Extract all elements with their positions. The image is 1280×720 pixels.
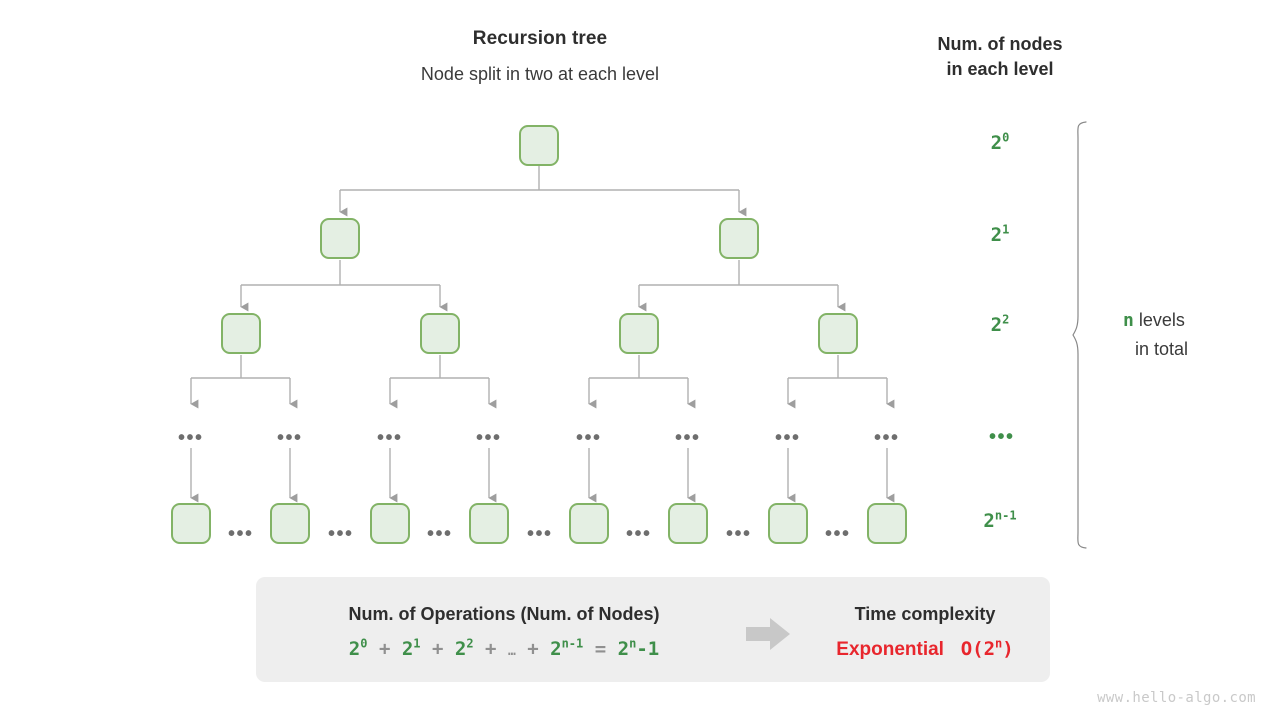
ellipsis-level3: ••• [576, 427, 602, 449]
formula-term-1: 21 [401, 636, 421, 660]
tree-node [818, 313, 858, 354]
column-title-line2: in each level [946, 59, 1054, 79]
formula-plus: + [378, 638, 391, 660]
level-count-exp: 0 [1002, 130, 1010, 145]
tree-node [320, 218, 360, 259]
tree-node [619, 313, 659, 354]
tree-node [420, 313, 460, 354]
ellipsis-level3: ••• [476, 427, 502, 449]
levels-in-total: in total [1135, 339, 1189, 359]
ellipsis-bottom: ••• [726, 523, 752, 545]
formula-term-0: 20 [348, 636, 368, 660]
level-count-1: 21 [940, 224, 1060, 246]
level-count-base: 2 [983, 510, 995, 532]
level-count-base: 2 [990, 314, 1003, 336]
levels-word: levels [1138, 310, 1185, 330]
column-title: Num. of nodes in each level [900, 32, 1100, 82]
tree-node [569, 503, 609, 544]
formula-plus: + [527, 638, 539, 660]
levels-brace [1072, 121, 1087, 549]
level-count-base: 2 [990, 224, 1003, 246]
level-count-2: 22 [940, 314, 1060, 336]
level-count-0: 20 [940, 132, 1060, 154]
ellipsis-bottom: ••• [626, 523, 652, 545]
formula-plus: + [485, 638, 497, 660]
tree-node [270, 503, 310, 544]
formula-ellipsis: … [507, 644, 516, 659]
ellipsis-bottom: ••• [328, 523, 354, 545]
right-arrow-icon [746, 618, 790, 650]
ellipsis-level3: ••• [675, 427, 701, 449]
level-count-exp: n-1 [994, 508, 1017, 523]
formula-result: 2n-1 [617, 636, 660, 660]
ellipsis-level3: ••• [377, 427, 403, 449]
ellipsis-bottom: ••• [527, 523, 553, 545]
levels-n-symbol: n [1123, 310, 1134, 331]
ellipsis-bottom: ••• [228, 523, 254, 545]
tree-node [370, 503, 410, 544]
tree-node [768, 503, 808, 544]
formula-plus: + [431, 638, 444, 660]
level-count-ellipsis: ••• [989, 426, 1015, 448]
complexity-bigo: O(2n) [949, 636, 1014, 660]
tree-node [519, 125, 559, 166]
level-count-last: 2n-1 [940, 510, 1060, 532]
tree-node [867, 503, 907, 544]
summary-right-title: Time complexity [854, 604, 996, 624]
ellipsis-level3: ••• [775, 427, 801, 449]
levels-total-label: n levels in total [1105, 306, 1265, 363]
summary-left-title: Num. of Operations (Num. of Nodes) [348, 604, 660, 624]
page-title: Recursion tree [472, 28, 608, 49]
summary-formula: 20 + 21 + 22 + … + 2n-1 = 2n-1 [256, 638, 752, 660]
complexity-class: Exponential [836, 639, 944, 660]
ellipsis-bottom: ••• [825, 523, 851, 545]
formula-equals: = [594, 638, 607, 660]
summary-box [256, 577, 1050, 682]
ellipsis-level3: ••• [178, 427, 204, 449]
tree-node [221, 313, 261, 354]
level-count-base: 2 [990, 132, 1003, 154]
level-count-exp: 1 [1002, 222, 1010, 237]
ellipsis-bottom: ••• [427, 523, 453, 545]
ellipsis-level3: ••• [277, 427, 303, 449]
page-subtitle: Node split in two at each level [420, 64, 660, 84]
tree-node [668, 503, 708, 544]
level-count-exp: 2 [1002, 312, 1010, 327]
tree-node [719, 218, 759, 259]
formula-term-last: 2n-1 [550, 636, 584, 660]
tree-node [469, 503, 509, 544]
ellipsis-level3: ••• [874, 427, 900, 449]
column-title-line1: Num. of nodes [937, 34, 1063, 54]
tree-node [171, 503, 211, 544]
watermark: www.hello-algo.com [1097, 690, 1256, 706]
formula-term-2: 22 [454, 636, 474, 660]
summary-complexity: Exponential O(2n) [800, 638, 1050, 661]
